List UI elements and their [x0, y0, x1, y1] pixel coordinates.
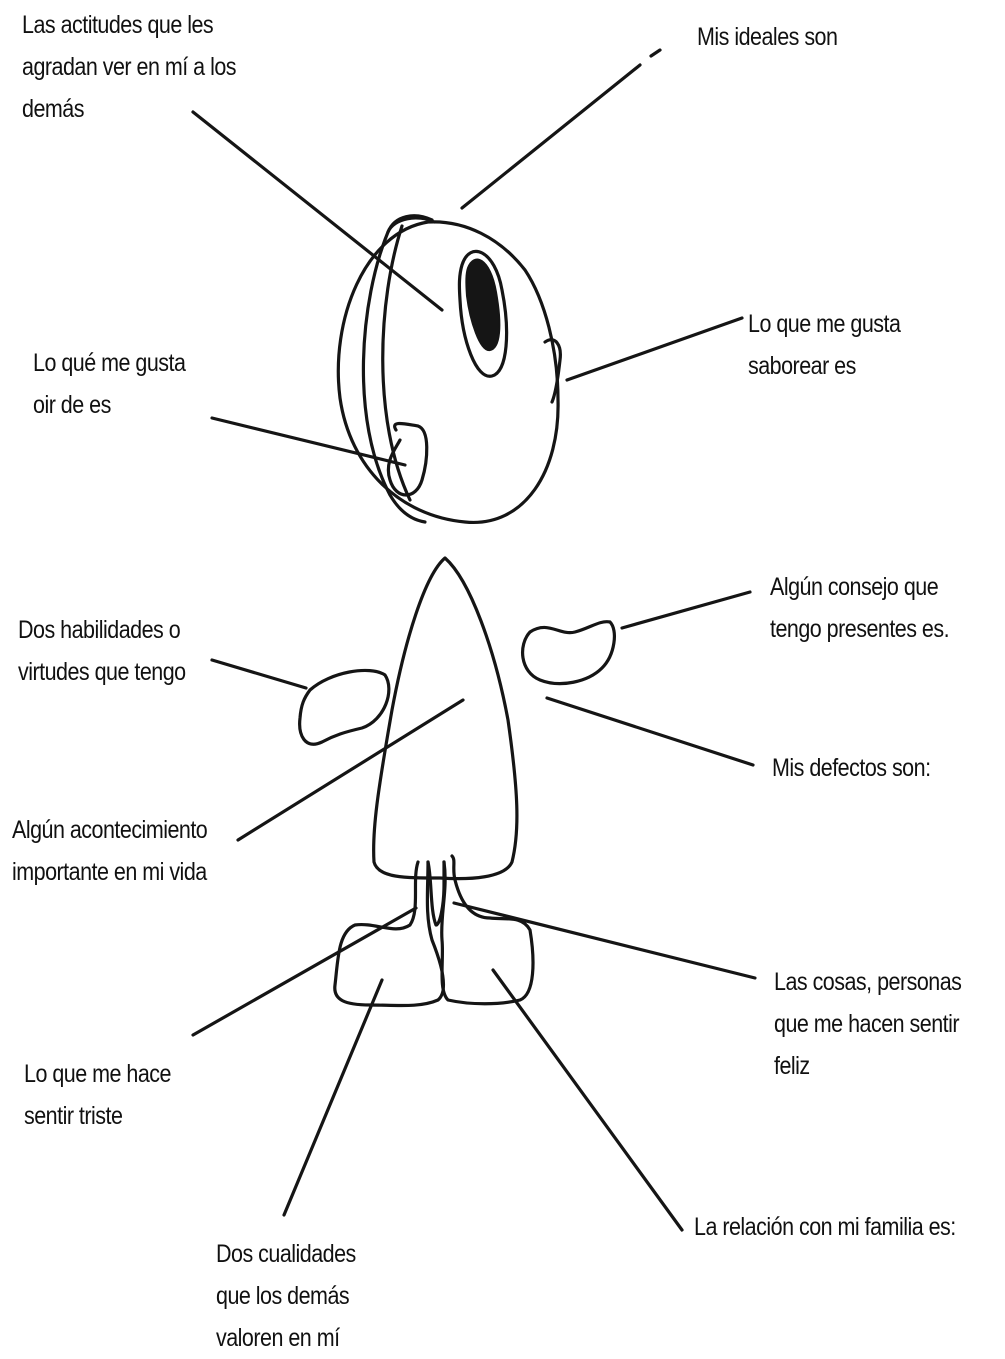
legs-figure [333, 854, 535, 1008]
leader-actitudes [191, 110, 444, 312]
leader-familia [491, 968, 684, 1232]
leader-acontecimiento [236, 698, 465, 842]
leader-habilidades [210, 658, 308, 690]
head-side-band-inner [381, 224, 412, 502]
right-hand-shape [521, 620, 617, 686]
leader-defectos [545, 696, 755, 767]
label-ideales: Mis ideales son [697, 23, 838, 51]
label-feliz: Las cosas, personas que me hacen sentir … [774, 968, 962, 1080]
head-top-tuft [386, 216, 436, 234]
leader-triste [191, 906, 418, 1037]
leader-cualidades [282, 978, 384, 1217]
label-actitudes: Las actitudes que les agradan ver en mí … [22, 11, 237, 123]
head-outline [336, 220, 560, 524]
hands-figure [298, 620, 617, 746]
left-leg-inner [426, 860, 446, 927]
leader-ideales [460, 63, 642, 210]
head-figure [336, 214, 562, 524]
right-leg-shape [440, 854, 535, 1006]
label-defectos: Mis defectos son: [772, 754, 931, 782]
label-habilidades: Dos habilidades o virtudes que tengo [18, 616, 186, 686]
ear-shape [386, 421, 429, 497]
leader-oir [210, 416, 407, 467]
label-familia: La relación con mi familia es: [694, 1213, 956, 1241]
leader-feliz [452, 901, 757, 980]
leader-ideales-tick [649, 48, 662, 58]
label-cualidades: Dos cualidades que los demás valoren en … [216, 1240, 356, 1352]
label-triste: Lo que me hace sentir triste [24, 1060, 171, 1130]
leader-lines [191, 48, 757, 1232]
mouth-bump [543, 338, 562, 404]
label-oir: Lo qué me gusta oir de es [33, 349, 186, 419]
label-acontecimiento: Algún acontecimiento importante en mi vi… [12, 816, 208, 886]
label-consejo: Algún consejo que tengo presentes es. [770, 573, 950, 643]
left-leg-shape [333, 860, 446, 1008]
leader-consejo [620, 590, 752, 630]
leader-saborear [565, 316, 744, 382]
left-hand-shape [298, 668, 391, 746]
eye-pupil [465, 258, 501, 351]
eye-outline [457, 249, 509, 378]
torso-shape [372, 556, 519, 881]
label-saborear: Lo que me gusta saborear es [748, 310, 901, 380]
